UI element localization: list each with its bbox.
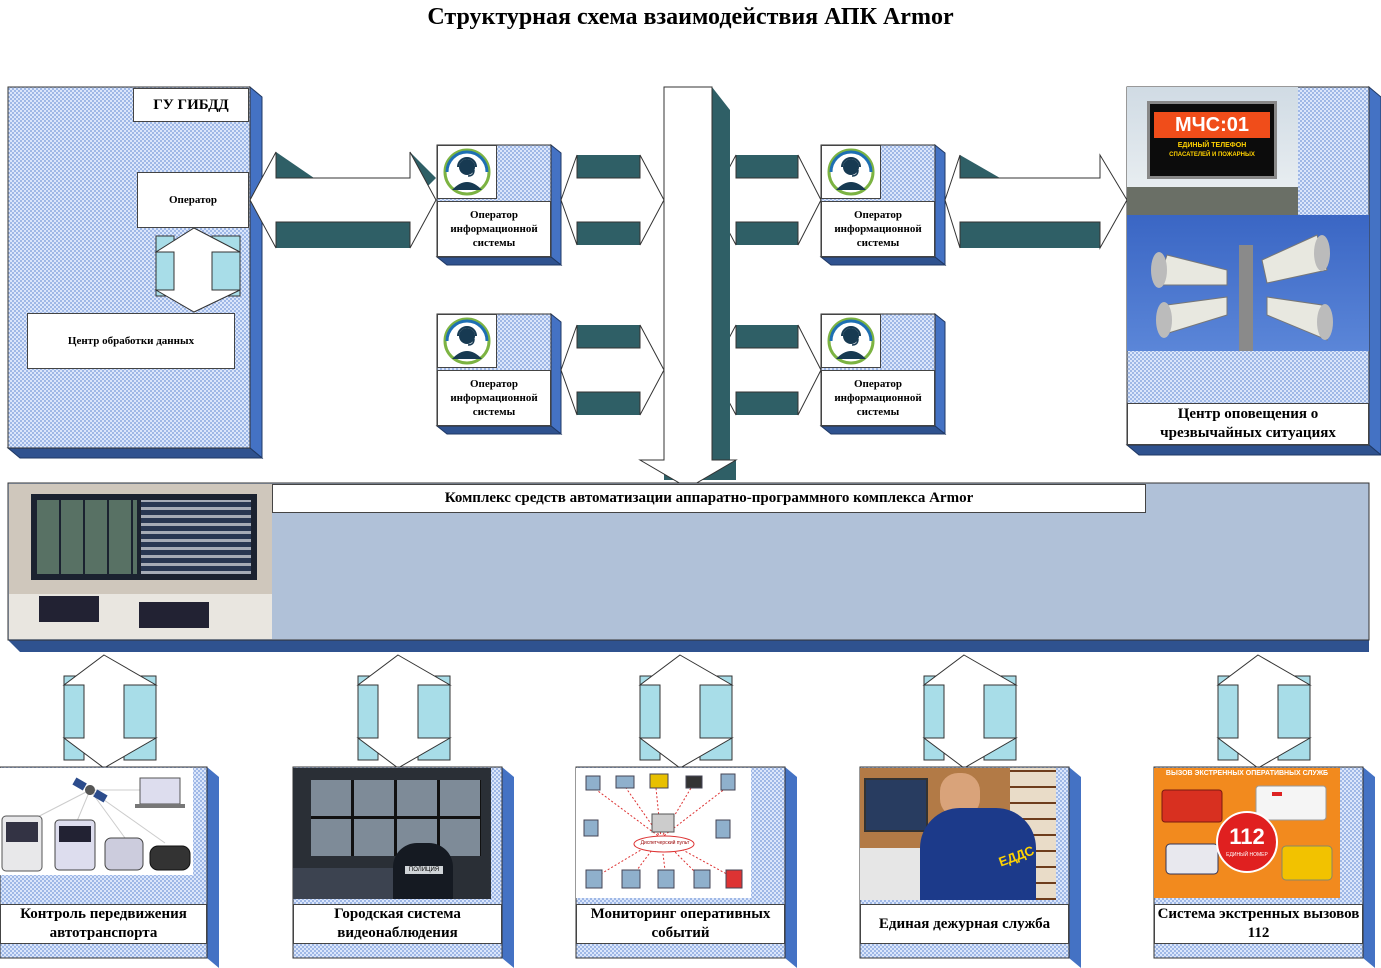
operator-avatar-icon xyxy=(821,145,881,199)
complex-label: Комплекс средств автоматизации аппаратно… xyxy=(272,484,1146,513)
alert-center-label: Центр оповещения о чрезвычайных ситуация… xyxy=(1127,403,1369,445)
police-badge: ПОЛИЦИЯ xyxy=(405,866,443,874)
central-bus-arrow xyxy=(638,86,738,489)
operator-label: Оператор информационной системы xyxy=(821,201,935,257)
emergency-number-sub: ЕДИНЫЙ НОМЕР xyxy=(1226,852,1268,858)
monitoring-center-label: Диспетчерский пульт xyxy=(640,840,690,846)
siren-picture xyxy=(1127,215,1369,351)
bottom-arrows xyxy=(62,654,1312,769)
operator-card-2: Оператор информационной системы xyxy=(821,145,935,257)
operator-label: Оператор информационной системы xyxy=(437,370,551,426)
arrow-gibdd-operator xyxy=(249,151,437,249)
mchs-sign-sub1: ЕДИНЫЙ ТЕЛЕФОН xyxy=(1177,142,1247,149)
operator-card-4: Оператор информационной системы xyxy=(821,314,935,426)
duty-service-picture: ЕДДС xyxy=(860,768,1056,900)
gibdd-operator: Оператор xyxy=(137,172,249,228)
emergency-banner: ВЫЗОВ ЭКСТРЕННЫХ ОПЕРАТИВНЫХ СЛУЖБ xyxy=(1165,770,1329,777)
arrow-operator-dpc xyxy=(154,227,241,313)
emergency-112-picture: ВЫЗОВ ЭКСТРЕННЫХ ОПЕРАТИВНЫХ СЛУЖБ 112 Е… xyxy=(1154,768,1340,898)
bottom-label-1: Контроль передвижения автотранспорта xyxy=(0,904,207,944)
gibdd-title: ГУ ГИБДД xyxy=(133,88,249,122)
bottom-label-4: Единая дежурная служба xyxy=(860,904,1069,944)
mchs-sign-sub2: СПАСАТЕЛЕЙ И ПОЖАРНЫХ xyxy=(1169,152,1255,158)
operator-card-3: Оператор информационной системы xyxy=(437,314,551,426)
arrow-operator1-bus xyxy=(560,154,665,246)
mchs-sign-main: МЧС:01 xyxy=(1154,112,1270,138)
emergency-number: 112 xyxy=(1229,824,1265,849)
operator-label: Оператор информационной системы xyxy=(437,201,551,257)
mchs-sign-picture: МЧС:01 ЕДИНЫЙ ТЕЛЕФОН СПАСАТЕЛЕЙ И ПОЖАР… xyxy=(1127,87,1298,215)
operator-avatar-icon xyxy=(821,314,881,368)
data-processing-center: Центр обработки данных xyxy=(27,313,235,369)
diagram-title: Структурная схема взаимодействия АПК Arm… xyxy=(427,4,954,30)
arrow-operator2-alert xyxy=(944,153,1128,250)
operator-avatar-icon xyxy=(437,145,497,199)
video-surveillance-picture: ПОЛИЦИЯ xyxy=(293,768,491,899)
operator-card-1: Оператор информационной системы xyxy=(437,145,551,257)
monitoring-picture xyxy=(576,768,751,898)
arrow-operator3-bus xyxy=(560,324,665,416)
arrow-bus-operator2 xyxy=(711,154,822,246)
operator-avatar-icon xyxy=(437,314,497,368)
vehicle-tracking-picture xyxy=(0,768,193,875)
bottom-label-3: Мониторинг оперативных событий xyxy=(576,904,785,944)
bottom-label-5: Система экстренных вызовов 112 xyxy=(1154,904,1363,944)
bottom-label-2: Городская система видеонаблюдения xyxy=(293,904,502,944)
operator-label: Оператор информационной системы xyxy=(821,370,935,426)
control-room-picture xyxy=(9,484,272,639)
